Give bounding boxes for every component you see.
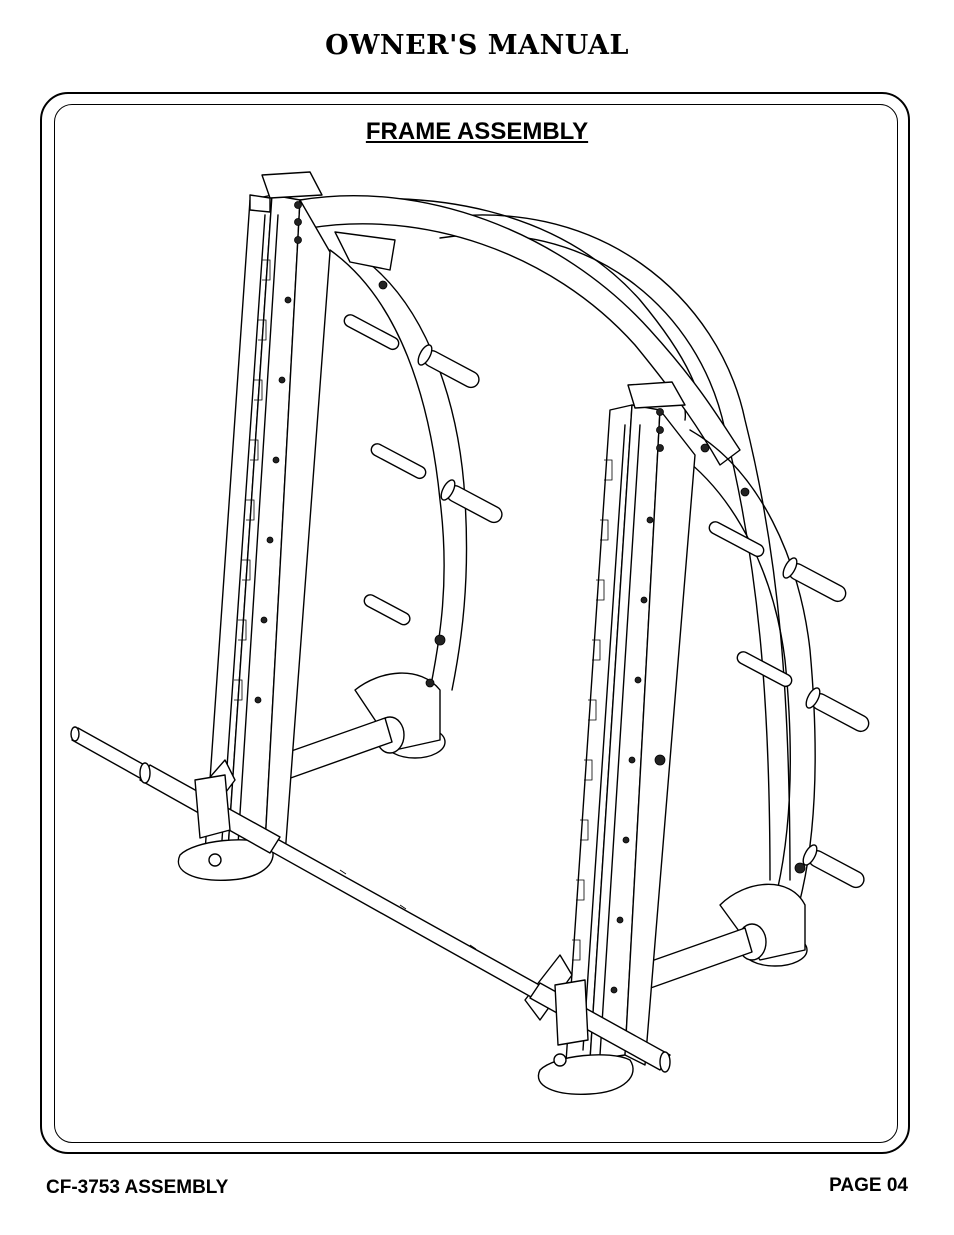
rear-arch [300,199,790,880]
footer-page-number: PAGE 04 [829,1175,908,1197]
lower-tubes [280,718,752,990]
right-upright [525,382,695,1094]
left-upright [178,172,330,880]
footer-model-label: CF-3753 ASSEMBLY [46,1177,228,1199]
